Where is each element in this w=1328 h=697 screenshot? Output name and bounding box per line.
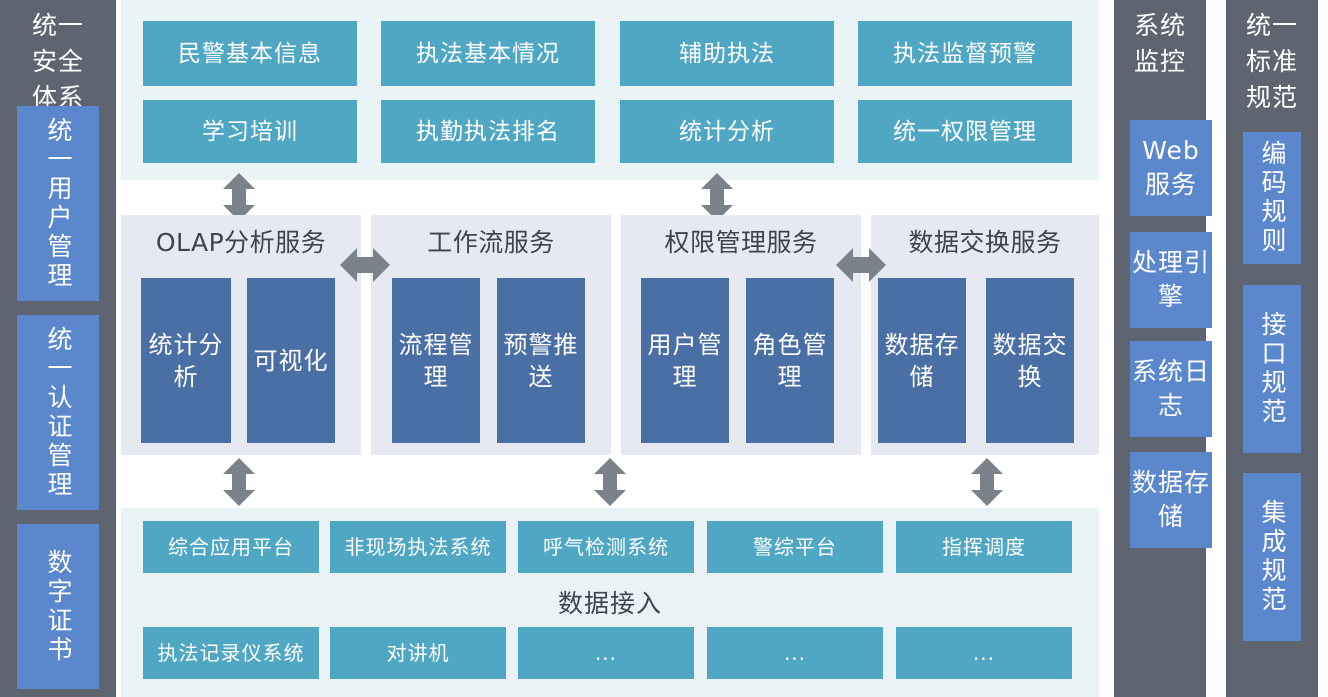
data-source-police-integrated-platform[interactable]: 警综平台	[707, 521, 883, 573]
unified-standard-column-title: 统一 标准 规范	[1226, 0, 1318, 116]
service-sub-label: 用户管理	[647, 330, 723, 391]
double-arrow-horizontal-icon	[340, 246, 390, 284]
data-source-more-1[interactable]: ...	[518, 627, 694, 679]
service-group-title: 权限管理服务	[664, 228, 818, 257]
double-arrow-vertical-icon	[222, 458, 256, 506]
service-sub-data-storage[interactable]: 数据存储	[878, 278, 966, 443]
monitor-item-data-storage[interactable]: 数据存储	[1130, 452, 1212, 548]
standard-item-label: 接口规范	[1258, 311, 1287, 427]
app-tile-label: 民警基本信息	[178, 40, 322, 67]
system-monitor-title-line-1: 系统	[1133, 11, 1186, 40]
data-source-more-3[interactable]: ...	[896, 627, 1072, 679]
monitor-item-label: 系统日志	[1131, 357, 1210, 420]
data-source-law-enforcement-recorder-system[interactable]: 执法记录仪系统	[143, 627, 319, 679]
unified-standard-title-line-2: 标准	[1245, 47, 1298, 76]
security-item-unified-user-management[interactable]: 统一用户管理	[17, 106, 99, 301]
data-source-offsite-enforcement-system[interactable]: 非现场执法系统	[330, 521, 506, 573]
data-source-breath-test-system[interactable]: 呼气检测系统	[518, 521, 694, 573]
monitor-item-web-service[interactable]: Web服务	[1130, 120, 1212, 216]
service-sub-process-management[interactable]: 流程管理	[392, 278, 480, 443]
security-item-label: 统一用户管理	[44, 116, 73, 291]
app-tile-learning-training[interactable]: 学习培训	[143, 100, 357, 163]
service-sub-label: 预警推送	[503, 330, 579, 391]
double-arrow-vertical-icon	[593, 458, 627, 506]
security-item-label: 数字证书	[44, 548, 73, 665]
app-tile-label: 执法基本情况	[416, 40, 560, 67]
data-source-label: 非现场执法系统	[344, 535, 492, 559]
service-group-title: 数据交换服务	[908, 228, 1062, 257]
unified-standard-title-line-3: 规范	[1245, 83, 1298, 112]
app-tile-label: 统计分析	[679, 118, 775, 145]
data-source-label: 执法记录仪系统	[157, 641, 305, 665]
data-source-label: 综合应用平台	[168, 535, 294, 559]
service-sub-label: 流程管理	[398, 330, 474, 391]
system-monitor-title-line-2: 监控	[1133, 47, 1186, 76]
app-tile-label: 学习培训	[202, 118, 298, 145]
service-sub-label: 统计分析	[148, 330, 224, 391]
double-arrow-vertical-icon	[970, 458, 1004, 506]
data-source-integrated-application-platform[interactable]: 综合应用平台	[143, 521, 319, 573]
app-tile-statistical-analysis[interactable]: 统计分析	[620, 100, 834, 163]
service-sub-label: 可视化	[253, 346, 329, 375]
service-group-title: OLAP分析服务	[155, 228, 327, 257]
monitor-item-processing-engine[interactable]: 处理引擎	[1130, 232, 1212, 328]
data-source-label: 警综平台	[753, 535, 837, 559]
service-sub-data-exchange[interactable]: 数据交换	[986, 278, 1074, 443]
monitor-item-label: 数据存储	[1131, 468, 1210, 531]
standard-item-coding-rules[interactable]: 编码规则	[1243, 132, 1301, 264]
app-tile-enforcement-supervision-alert[interactable]: 执法监督预警	[858, 21, 1072, 86]
left-security-title-line-1: 统一	[31, 11, 84, 40]
app-tile-label: 统一权限管理	[893, 118, 1037, 145]
service-sub-visualization[interactable]: 可视化	[247, 278, 335, 443]
monitor-item-label: Web服务	[1142, 136, 1200, 199]
app-tile-label: 辅助执法	[679, 40, 775, 67]
double-arrow-vertical-icon	[222, 173, 256, 221]
data-source-label: 对讲机	[386, 641, 450, 665]
app-tile-assisted-enforcement[interactable]: 辅助执法	[620, 21, 834, 86]
data-source-command-dispatch[interactable]: 指挥调度	[896, 521, 1072, 573]
double-arrow-vertical-icon	[700, 173, 734, 221]
data-source-walkie-talkie[interactable]: 对讲机	[330, 627, 506, 679]
security-item-label: 统一认证管理	[44, 325, 73, 500]
left-security-title-line-2: 安全	[31, 47, 84, 76]
monitor-item-system-log[interactable]: 系统日志	[1130, 341, 1212, 437]
app-tile-police-basic-info[interactable]: 民警基本信息	[143, 21, 357, 86]
data-source-label: ...	[972, 641, 996, 665]
double-arrow-horizontal-icon	[836, 246, 886, 284]
unified-standard-title-line-1: 统一	[1245, 11, 1298, 40]
data-source-label: ...	[594, 641, 618, 665]
service-sub-label: 数据存储	[884, 330, 960, 391]
app-tile-unified-permission-management[interactable]: 统一权限管理	[858, 100, 1072, 163]
standard-item-integration-spec[interactable]: 集成规范	[1243, 473, 1301, 641]
standard-item-label: 集成规范	[1258, 499, 1287, 615]
system-monitor-column-title: 系统 监控	[1114, 0, 1206, 80]
app-tile-label: 执法监督预警	[893, 40, 1037, 67]
data-source-more-2[interactable]: ...	[707, 627, 883, 679]
security-item-unified-auth-management[interactable]: 统一认证管理	[17, 315, 99, 510]
service-sub-statistical-analysis[interactable]: 统计分析	[141, 278, 231, 443]
standard-item-interface-spec[interactable]: 接口规范	[1243, 285, 1301, 453]
app-tile-label: 执勤执法排名	[416, 118, 560, 145]
monitor-item-label: 处理引擎	[1131, 248, 1210, 311]
data-source-label: ...	[783, 641, 807, 665]
service-sub-role-management[interactable]: 角色管理	[746, 278, 834, 443]
service-sub-label: 角色管理	[752, 330, 828, 391]
data-source-label: 指挥调度	[942, 535, 1026, 559]
security-item-digital-certificate[interactable]: 数字证书	[17, 524, 99, 689]
service-sub-alert-push[interactable]: 预警推送	[497, 278, 585, 443]
left-security-column-title: 统一 安全 体系	[0, 0, 116, 116]
data-source-label: 呼气检测系统	[543, 535, 669, 559]
data-access-caption: 数据接入	[557, 589, 662, 618]
service-sub-user-management[interactable]: 用户管理	[641, 278, 729, 443]
app-tile-enforcement-basics[interactable]: 执法基本情况	[381, 21, 595, 86]
service-group-title: 工作流服务	[427, 228, 555, 257]
service-sub-label: 数据交换	[992, 330, 1068, 391]
standard-item-label: 编码规则	[1258, 140, 1287, 256]
app-tile-duty-enforcement-ranking[interactable]: 执勤执法排名	[381, 100, 595, 163]
